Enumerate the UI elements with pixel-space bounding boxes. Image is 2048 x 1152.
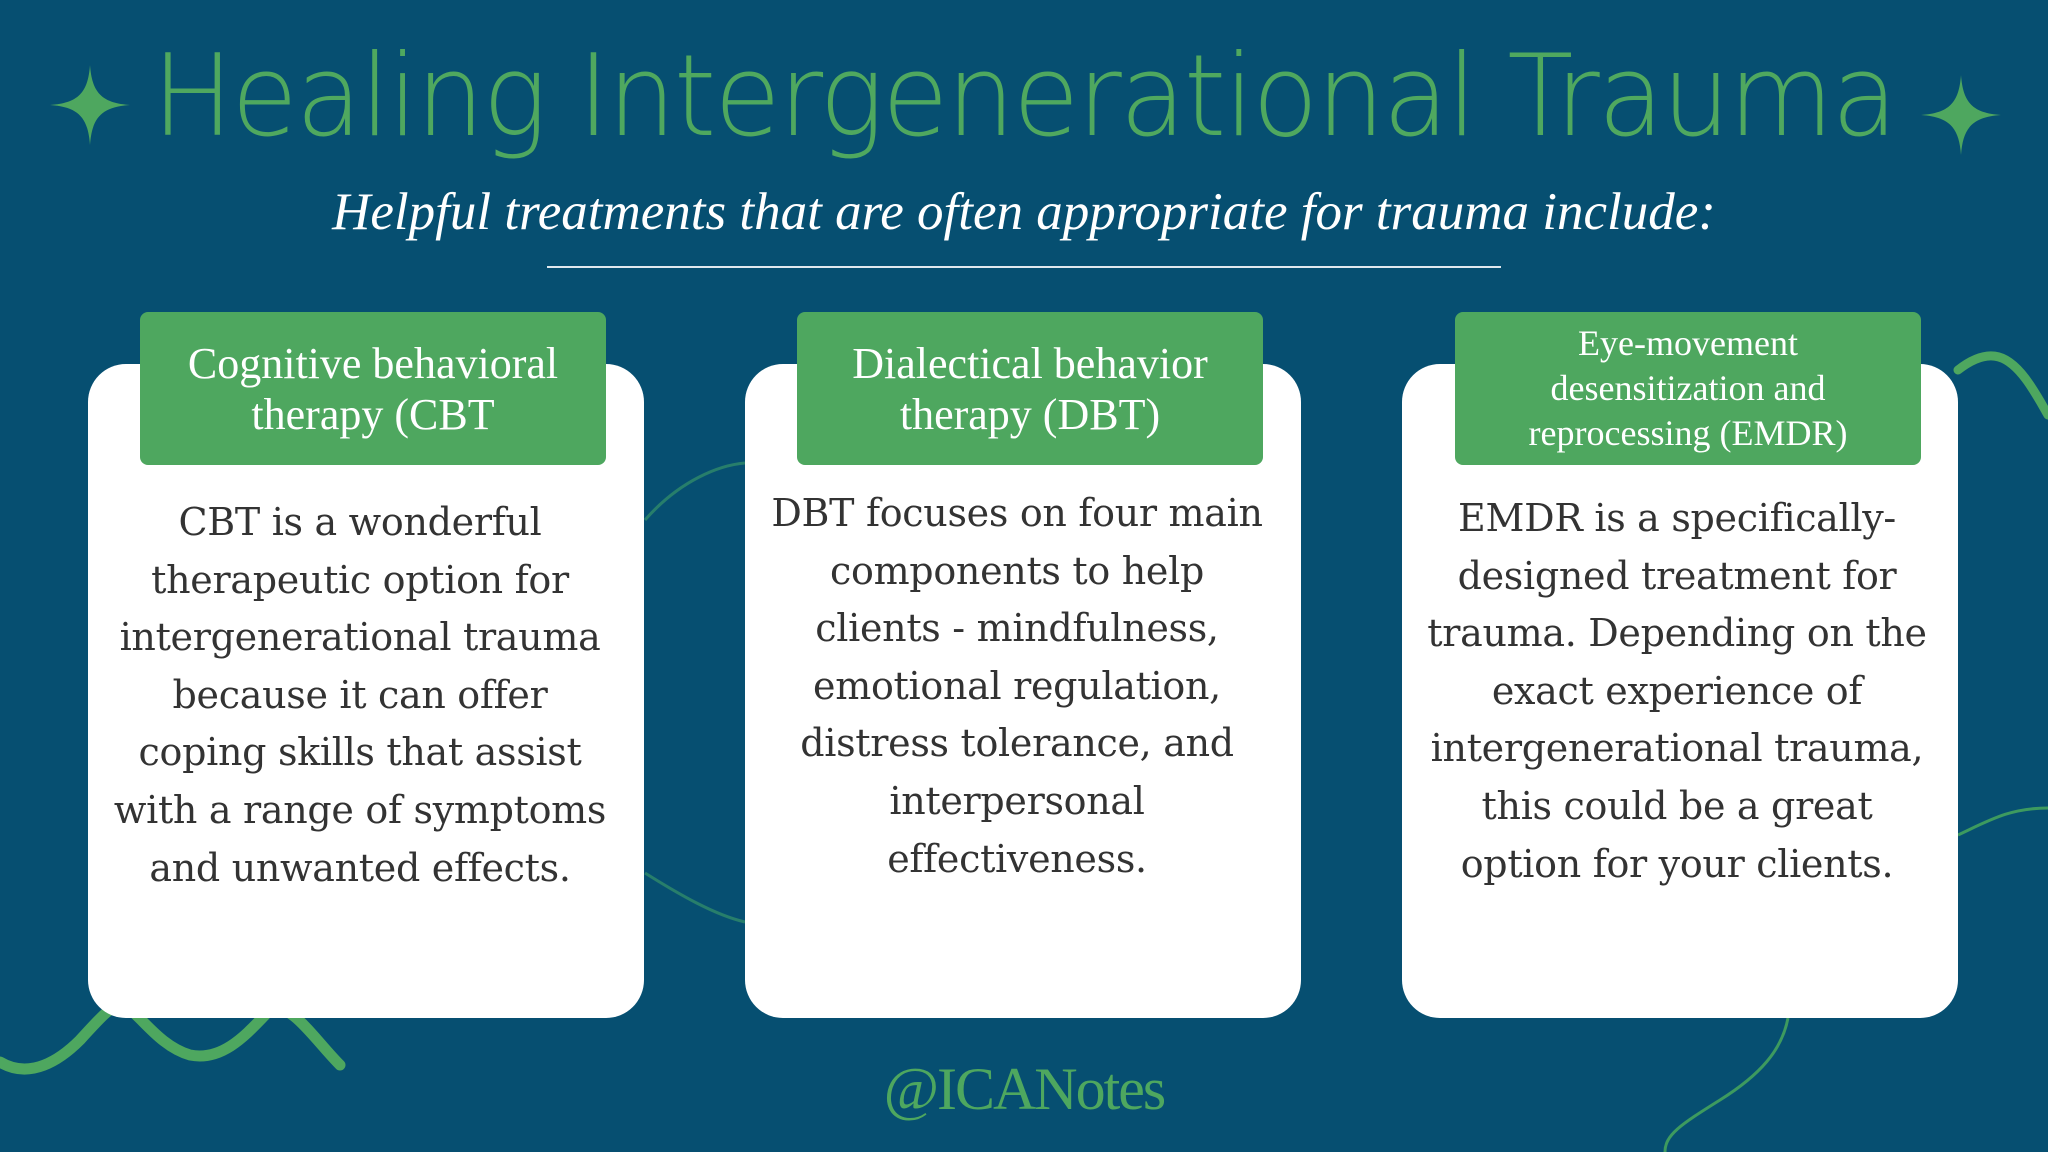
- page-subtitle: Helpful treatments that are often approp…: [332, 183, 1716, 241]
- card-body-dbt: DBT focuses on four main components to h…: [771, 491, 1263, 881]
- card-body-emdr: EMDR is a specifically-designed treatmen…: [1427, 496, 1927, 886]
- thin-curve-right-middle: [1957, 806, 2048, 837]
- card-header-dbt: Dialectical behavior therapy (DBT): [797, 312, 1263, 465]
- card-title: Eye-movement desensitization and reproce…: [1528, 323, 1848, 453]
- card-cbt: [88, 364, 644, 1018]
- sparkle-icon: [1921, 75, 2001, 155]
- thin-curve-middle-top: [643, 461, 746, 521]
- page-title: Healing Intergenerational Trauma: [152, 30, 1898, 163]
- divider: [547, 266, 1501, 268]
- card-title: Cognitive behavioral therapy (CBT: [187, 338, 559, 439]
- card-body-cbt: CBT is a wonderful therapeutic option fo…: [113, 500, 607, 890]
- card-header-cbt: Cognitive behavioral therapy (CBT: [140, 312, 606, 465]
- card-emdr: [1402, 364, 1958, 1018]
- footer-handle: @ICANotes: [883, 1056, 1167, 1122]
- thick-wave-top-right: [1953, 351, 2048, 420]
- card-dbt: [745, 364, 1301, 1018]
- sparkle-icon: [50, 65, 130, 145]
- card-header-emdr: Eye-movement desensitization and reproce…: [1455, 312, 1921, 465]
- thin-curve-middle-bottom: [644, 871, 746, 924]
- card-title: Dialectical behavior therapy (DBT): [852, 338, 1208, 439]
